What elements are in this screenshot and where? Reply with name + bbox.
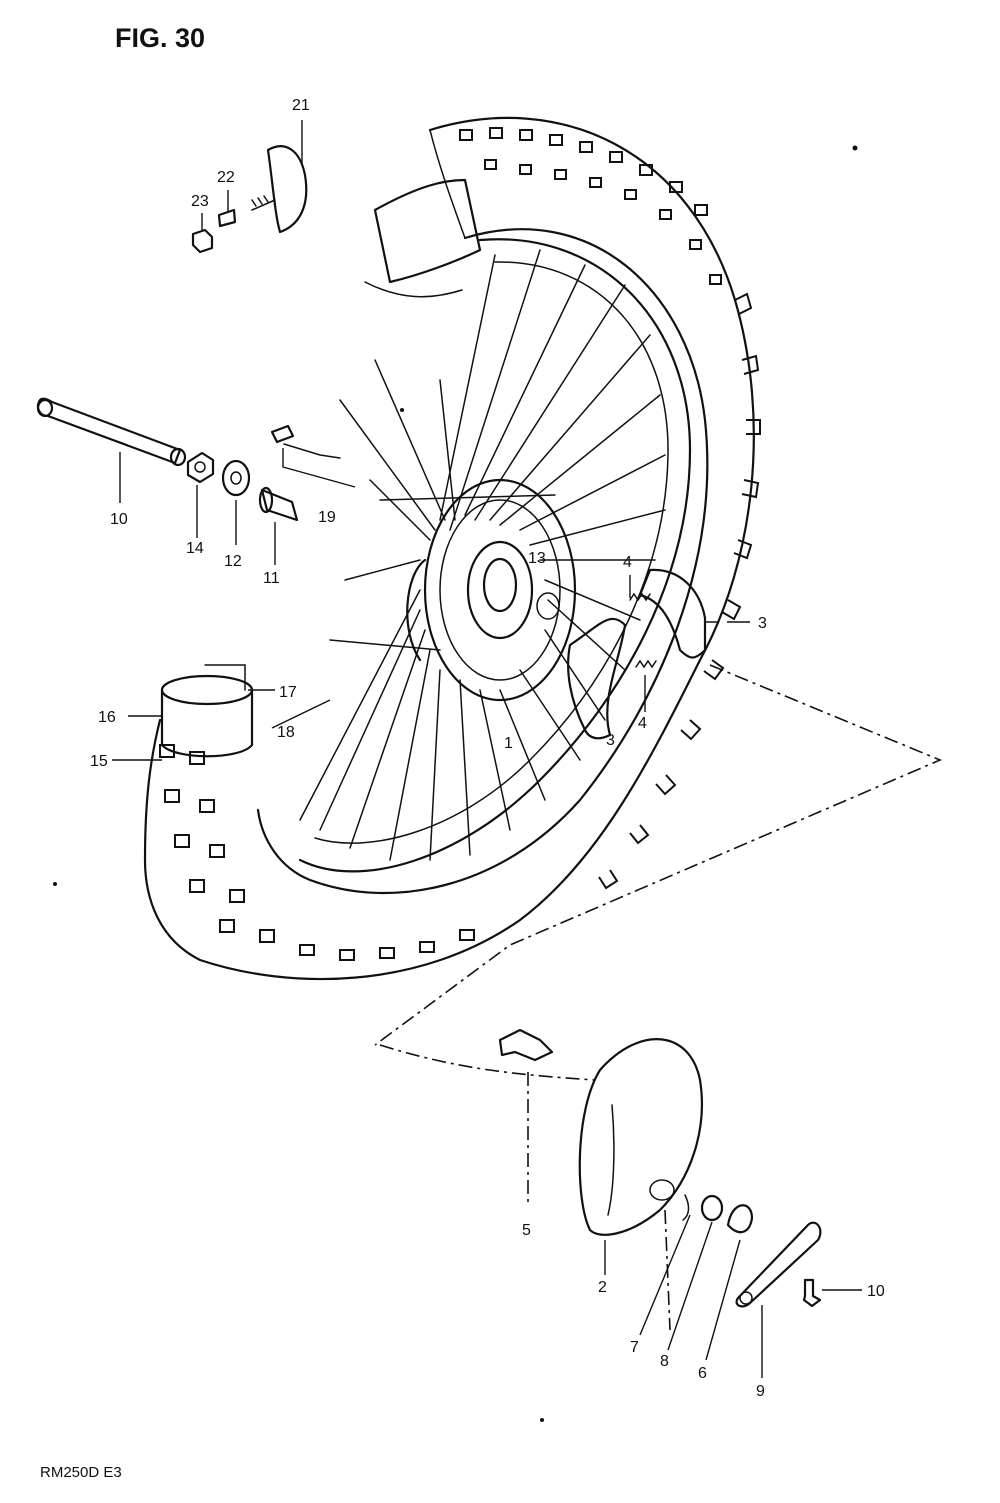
callout-2: 2 xyxy=(598,1279,607,1296)
callout-16: 15 xyxy=(90,753,108,770)
callout-5: 5 xyxy=(522,1222,531,1239)
leader-lines xyxy=(112,120,862,1378)
tire xyxy=(143,116,761,981)
axle-collar xyxy=(186,451,215,484)
speck xyxy=(400,408,404,412)
spacer-washer xyxy=(221,459,251,497)
hub xyxy=(406,478,577,702)
callout-10: 10 xyxy=(867,1283,885,1300)
callout-13: 12 xyxy=(224,553,242,570)
callout-1: 1 xyxy=(504,735,513,752)
callout-17: 16 xyxy=(98,709,116,726)
oil-seal xyxy=(682,1194,690,1221)
callout-20: 19 xyxy=(318,509,336,526)
callout-3b: 3 xyxy=(606,732,615,749)
brake-springs xyxy=(629,592,657,669)
callout-6: 6 xyxy=(698,1365,707,1382)
callout-22: 22 xyxy=(217,169,235,186)
callout-12: 11 xyxy=(263,570,280,587)
rim-lock-washer xyxy=(217,208,237,228)
callout-4b: 4 xyxy=(638,715,647,732)
speck xyxy=(53,882,57,886)
rim-lock-nut xyxy=(191,228,214,254)
centerlines xyxy=(374,664,943,1331)
rim-band xyxy=(204,664,246,691)
callout-15: 14 xyxy=(186,540,204,557)
callout-23: 23 xyxy=(191,193,209,210)
lever-bolt xyxy=(802,1278,822,1308)
callout-7: 7 xyxy=(630,1339,639,1356)
callout-4a: 4 xyxy=(623,554,632,571)
inner-tube xyxy=(160,178,482,758)
spokes xyxy=(299,249,666,861)
callout-19: 18 xyxy=(277,724,295,741)
callout-14: 13 xyxy=(528,550,546,567)
callout-3a: 3 xyxy=(758,615,767,632)
callout-18: 17 xyxy=(279,684,297,701)
brake-cam-lever xyxy=(735,1221,822,1308)
speck xyxy=(852,145,858,151)
brake-cam-bolt xyxy=(498,1028,554,1062)
circlip-6 xyxy=(726,1204,754,1234)
callout-21: 21 xyxy=(292,97,310,114)
rim-lock xyxy=(251,145,308,234)
washer-8 xyxy=(700,1194,724,1222)
model-code: RM250D E3 xyxy=(40,1464,122,1481)
axle xyxy=(36,397,187,467)
callout-labels: 21 22 23 10 14 12 11 19 13 4 3 4 3 1 17 … xyxy=(90,97,885,1400)
callout-9: 9 xyxy=(756,1383,765,1400)
speck xyxy=(540,1418,544,1422)
callout-8: 8 xyxy=(660,1353,669,1370)
spoke-nipple xyxy=(270,424,356,488)
brake-panel xyxy=(578,1038,703,1236)
figure-title: FIG. 30 xyxy=(115,23,205,53)
spacer-tube xyxy=(258,486,299,522)
callout-11: 10 xyxy=(110,511,128,528)
brake-shoes xyxy=(567,568,719,740)
